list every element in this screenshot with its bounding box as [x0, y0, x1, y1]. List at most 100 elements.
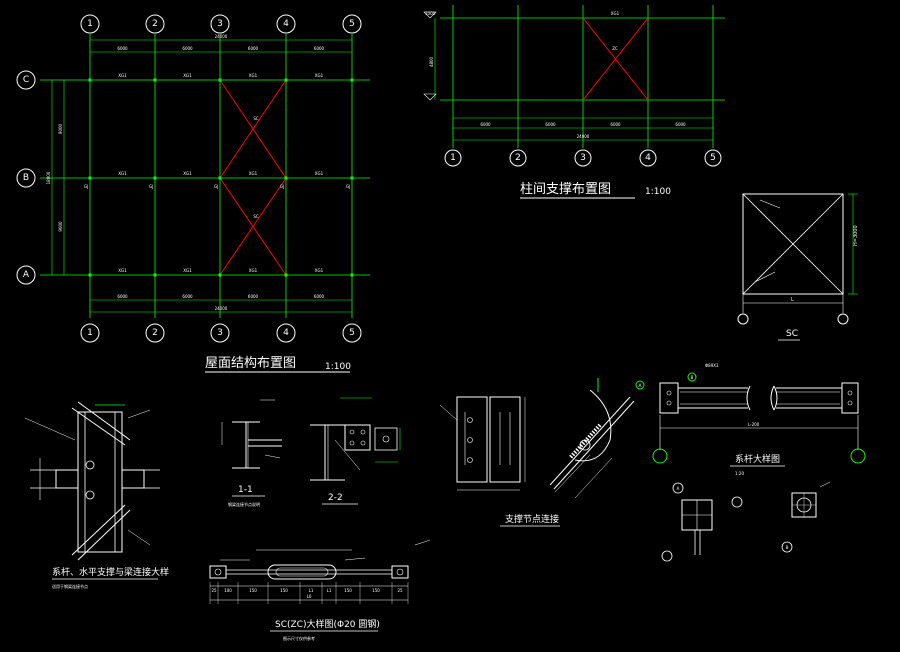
roof-bottom-dim-3: 6000: [314, 294, 325, 299]
elev-axis-1-circle: [444, 149, 462, 167]
roof-member-label-0-2: XG1: [118, 268, 127, 273]
roof-bottom-axis-2-circle: [145, 323, 165, 343]
roof-side-axis-B-label: B: [23, 173, 29, 183]
roof-brace-label-2: SC: [253, 214, 259, 219]
elevation-scale: 1:100: [645, 187, 671, 197]
rod-dim-3: 150: [280, 588, 288, 593]
elev-axis-4-circle: [639, 149, 657, 167]
roof-bottom-axis-3-circle: [210, 323, 230, 343]
roof-node: [218, 176, 222, 180]
rod-dim-total: L0: [307, 594, 312, 599]
brace-node-connection: 支撑节点连接: [439, 378, 635, 527]
roof-bottom-axis-4-label: 4: [283, 328, 289, 338]
roof-node: [88, 273, 92, 277]
roof-member-label-3-1: XG1: [315, 171, 324, 176]
section-2-2: 2-2: [310, 397, 401, 505]
roof-bottom-axis-3-label: 3: [217, 328, 223, 338]
rod-dim-1: 100: [224, 588, 232, 593]
rod-dim-6: 150: [344, 588, 352, 593]
roof-member-label-2-2: XG1: [249, 268, 258, 273]
tie-detail-scale: 1:20: [735, 471, 744, 476]
roof-node: [284, 273, 288, 277]
roof-left-dim-1: 9000: [58, 221, 63, 232]
roof-top-axis-2-label: 2: [152, 19, 158, 29]
rod-detail-subtitle: 图示尺寸仅供参考: [283, 635, 315, 641]
roof-brace-d: [219, 177, 287, 276]
roof-top-dim-1: 6000: [182, 46, 193, 51]
elev-axis-2-label: 2: [515, 153, 521, 163]
roof-node: [284, 78, 288, 82]
roof-node: [153, 78, 157, 82]
brace-node-title: 支撑节点连接: [505, 513, 559, 525]
roof-node: [153, 176, 157, 180]
roof-top-total: 24000: [215, 34, 228, 39]
roof-bottom-dim-1: 6000: [182, 294, 193, 299]
tie-length-dim: L-200: [748, 422, 760, 427]
roof-top-axis-3-label: 3: [217, 19, 223, 29]
rod-dim-5: L1: [327, 588, 332, 593]
elev-axis-3-circle: [574, 149, 592, 167]
elev-axis-4-label: 4: [645, 153, 651, 163]
tie-brace-detail-subtitle: 适用于钢梁连接节点: [52, 583, 88, 589]
section-1-1-note: 钢梁连接节点说明: [228, 501, 260, 507]
elev-level-marker-top: [423, 11, 437, 19]
roof-side-axis-C-label: C: [23, 75, 29, 85]
roof-node: [350, 78, 354, 82]
roof-bottom-axis-1-label: 1: [87, 328, 93, 338]
roof-bottom-axis-5-circle: [342, 323, 362, 343]
sc-height-dim: H=3000: [853, 225, 859, 246]
roof-node: [218, 78, 222, 82]
rod-dim-0: 25: [211, 588, 217, 593]
roof-node: [284, 176, 288, 180]
roof-node: [350, 176, 354, 180]
roof-dimensions: 60006000XG1XG1XG160006000XG1XG1XG1600060…: [46, 34, 354, 313]
section-1-1: 1-1 钢梁连接节点说明: [221, 399, 282, 507]
roof-left-dim-0: 9000: [58, 123, 63, 134]
elev-bottom-dim-2: 6000: [610, 122, 621, 127]
roof-side-label-2: GJ: [214, 184, 218, 189]
roof-member-label-2-1: XG1: [249, 171, 258, 176]
tie-end-a-label: A: [639, 383, 642, 388]
roof-side-axis-B-circle: [16, 168, 36, 188]
elev-axis-5-label: 5: [710, 153, 716, 163]
sc-detail-label: SC: [786, 329, 798, 339]
elev-bottom-total: 24000: [577, 134, 590, 139]
roof-member-label-2-0: XG1: [249, 73, 258, 78]
tie-detail-title: 系杆大样图: [735, 453, 780, 465]
roof-bottom-total: 24000: [215, 306, 228, 311]
elev-axis-1-label: 1: [450, 153, 456, 163]
roof-member-label-0-0: XG1: [118, 73, 127, 78]
roof-top-axis-1-circle: [80, 14, 100, 34]
roof-side-axis-A-circle: [16, 265, 36, 285]
rod-dim-4: L1: [309, 588, 314, 593]
sc-width-dim: L: [791, 297, 794, 303]
roof-side-label-3: GJ: [280, 184, 284, 189]
connection-a-label: A: [677, 486, 680, 491]
tie-brace-detail-title: 系杆、水平支撑与梁连接大样: [52, 566, 169, 578]
roof-side-axis-A-label: A: [23, 270, 30, 280]
roof-node: [153, 273, 157, 277]
elev-axis-3-label: 3: [580, 153, 586, 163]
elevation-axis-bubbles: 1 2 3 4 5: [444, 149, 722, 167]
roof-member-label-1-1: XG1: [183, 171, 192, 176]
roof-brace-b: [219, 79, 287, 179]
tie-end-b-label: B: [691, 375, 694, 380]
roof-top-axis-5-circle: [342, 14, 362, 34]
roof-top-axis-1-label: 1: [87, 19, 93, 29]
roof-top-dim-3: 6000: [314, 46, 325, 51]
roof-plan-title: 屋面结构布置图: [205, 356, 296, 371]
roof-bottom-axis-4-circle: [276, 323, 296, 343]
elev-left-dim-0: 4800: [429, 56, 434, 67]
elev-level-marker-bottom: [423, 93, 437, 101]
tie-pipe-label: Φ89X3: [705, 363, 719, 368]
roof-member-label-1-0: XG1: [183, 73, 192, 78]
roof-top-axis-4-circle: [276, 14, 296, 34]
connection-b-label: B: [786, 545, 789, 550]
